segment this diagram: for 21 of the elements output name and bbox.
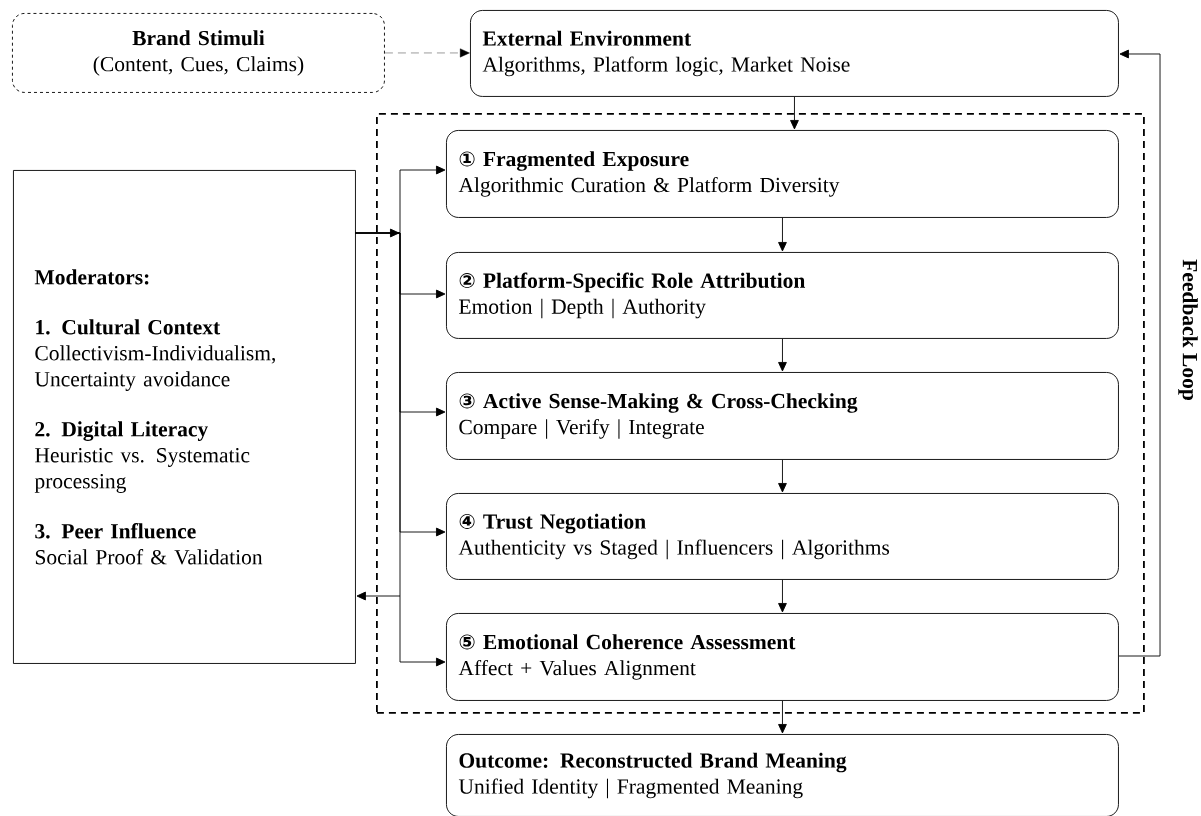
edge-label: Feedback Loop [1178,259,1198,400]
process-box: ④ Trust Negotiation Authenticity vs Staged | Influencers | Algorithms [446,493,1119,580]
arrow [354,232,446,667]
input-box: Brand Stimuli (Content, Cues, Claims) [12,13,385,93]
process-box: ① Fragmented Exposure Algorithmic Curation & Platform Diversity [446,130,1119,218]
process-box: External Environment Algorithms, Platform logic, Market Noise [470,10,1119,97]
process-box: Outcome: Reconstructed Brand Meaning Unified Identity | Fragmented Meaning [446,734,1119,816]
arrow [790,96,799,130]
group-frame [376,113,1145,714]
arrow [778,217,787,252]
process-box: ② Platform-Specific Role Attribution Emotion | Depth | Authority [446,252,1119,339]
process-box: ⑤ Emotional Coherence Assessment Affect + Values Alignment [446,613,1119,701]
arrow [1118,49,1161,657]
arrow [778,700,787,734]
arrow [778,579,787,613]
process-box: ③ Active Sense-Making & Cross-Checking Compare | Verify | Integrate [446,372,1119,460]
arrow [384,48,470,58]
arrow [778,338,787,372]
arrow [356,591,401,601]
moderator-box: Moderators: 1. Cultural Context Collectivism-Individualism, Uncertainty avoidance 2. Digital Literacy Heuristic vs. Systematic processing 3. Peer Influence Social Proof & Validation [13,170,356,664]
arrow [778,459,787,493]
